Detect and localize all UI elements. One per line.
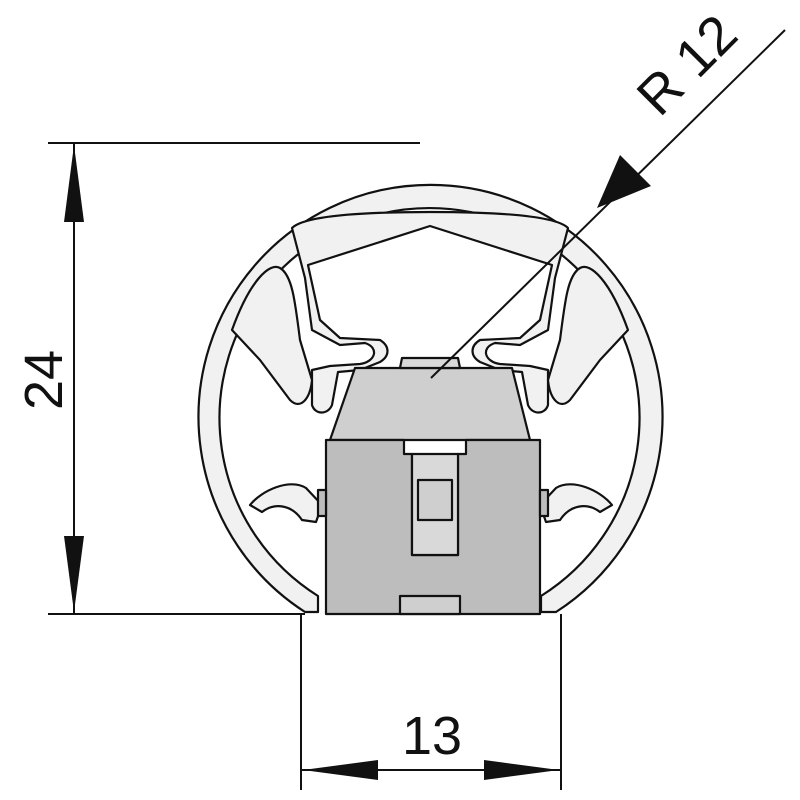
radius-dimension [430, 29, 786, 379]
insert-bottom-notch [398, 594, 462, 616]
insert-right-nub [538, 488, 550, 518]
width-dimension [300, 614, 562, 790]
width-label: 13 [402, 706, 462, 766]
led-insert [316, 356, 550, 616]
profile-left-arm [230, 265, 314, 405]
profile-right-arm [546, 265, 630, 405]
profile-right-clip [538, 483, 614, 524]
height-arrow-bottom [64, 536, 84, 612]
profile-left-clip [248, 483, 324, 524]
insert-top [328, 366, 532, 442]
height-dimension [48, 142, 420, 615]
insert-left-nub [316, 488, 328, 518]
radius-leader-line [430, 29, 786, 379]
height-arrow-top [64, 145, 84, 222]
width-arrow-left [303, 760, 378, 780]
insert-slot-groove [416, 478, 454, 522]
width-arrow-right [484, 760, 559, 780]
profile-inner-web [290, 210, 570, 414]
height-label: 24 [14, 350, 74, 410]
radius-label: R 12 [626, 4, 749, 127]
radius-arrow [597, 155, 651, 208]
